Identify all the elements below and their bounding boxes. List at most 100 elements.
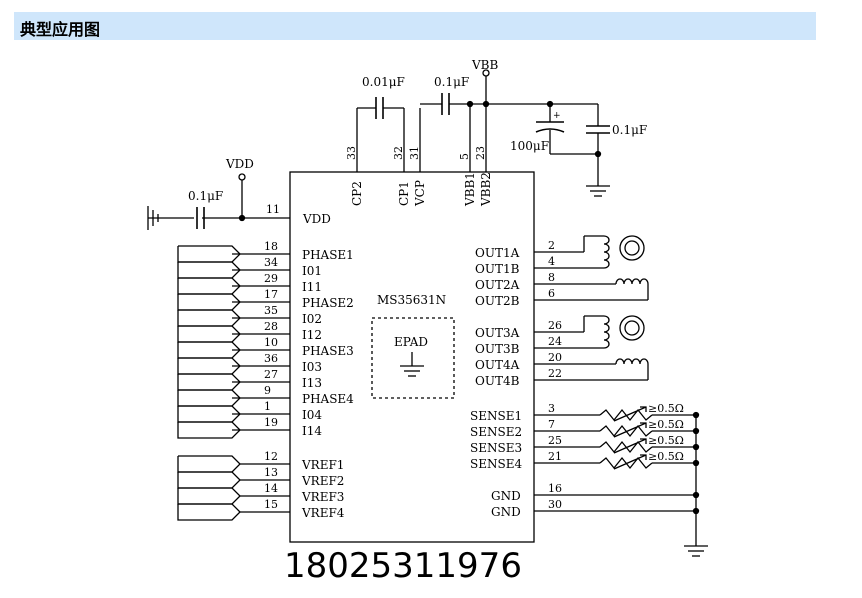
top-pin-number: 5 — [458, 153, 471, 160]
pin-number: 15 — [264, 498, 278, 511]
pin-number: 10 — [264, 336, 278, 349]
pin-label: I12 — [302, 328, 322, 342]
chip-body — [289, 171, 535, 543]
pin-number: 18 — [264, 240, 278, 253]
epad-ground-icon — [400, 352, 424, 377]
pin-label: SENSE1 — [470, 409, 522, 423]
sense-resistor-label: ≥0.5Ω — [648, 434, 684, 447]
pin-label: I02 — [302, 312, 322, 326]
pin-label: VREF1 — [301, 458, 344, 472]
pin-label: PHASE3 — [302, 344, 354, 358]
epad-box — [371, 317, 455, 399]
pin-number: 1 — [264, 400, 271, 413]
vdd-pin-number: 11 — [266, 203, 280, 216]
top-pin-number: 23 — [474, 146, 487, 160]
pin-number: 22 — [548, 367, 562, 380]
stepper-motor-icon — [583, 315, 649, 381]
pin-label: VREF2 — [301, 474, 344, 488]
vdd-network — [148, 173, 290, 229]
pin-number: 35 — [264, 304, 278, 317]
pin-number: 24 — [548, 335, 562, 348]
pin-label: SENSE3 — [470, 441, 522, 455]
cp-capacitor — [357, 97, 404, 119]
pin-number: 36 — [264, 352, 278, 365]
pin-label: PHASE2 — [302, 296, 354, 310]
bulk-capacitor — [535, 104, 598, 155]
vdd-pin-label: VDD — [302, 212, 331, 226]
section-title: 典型应用图 — [20, 20, 101, 39]
pin-number: 8 — [548, 271, 555, 284]
pin-label: SENSE4 — [470, 457, 522, 471]
top-pin-label: VBB1 — [463, 172, 477, 207]
section-header: 典型应用图 — [14, 12, 816, 40]
vcp-cap-label: 0.1μF — [434, 75, 469, 89]
main-ground-icon — [684, 545, 708, 557]
bulk-cap-label: 100μF — [510, 139, 549, 153]
pin-label: I14 — [302, 424, 322, 438]
pin-label: OUT2B — [475, 294, 520, 308]
top-pin-label: CP1 — [397, 181, 411, 206]
pin-label: GND — [491, 489, 521, 503]
pin-number: 6 — [548, 287, 555, 300]
pin-label: OUT4B — [475, 374, 520, 388]
sense-resistor-label: ≥0.5Ω — [648, 418, 684, 431]
pin-number: 12 — [264, 450, 278, 463]
pin-label: OUT4A — [475, 358, 520, 372]
pin-label: I13 — [302, 376, 322, 390]
pin-label: PHASE1 — [302, 248, 354, 262]
pin-label: I11 — [302, 280, 322, 294]
pin-number: 19 — [264, 416, 278, 429]
vcp-capacitor — [420, 93, 598, 115]
pin-number: 3 — [548, 402, 555, 415]
top-pin-number: 31 — [408, 146, 421, 160]
vdd-label: VDD — [225, 157, 254, 171]
pin-number: 28 — [264, 320, 278, 333]
pin-number: 29 — [264, 272, 278, 285]
pin-number: 21 — [548, 450, 562, 463]
vdd-cap-label: 0.1μF — [188, 189, 223, 203]
pin-number: 9 — [264, 384, 271, 397]
pin-label: GND — [491, 505, 521, 519]
pin-number: 13 — [264, 466, 278, 479]
footer-number: 18025311976 — [284, 546, 522, 586]
pin-label: PHASE4 — [302, 392, 354, 406]
pin-number: 4 — [548, 255, 555, 268]
vbb-cap-label: 0.1μF — [612, 123, 647, 137]
sense-resistor-label: ≥0.5Ω — [648, 450, 684, 463]
top-pin-label: VCP — [413, 180, 427, 207]
chip-name: MS35631N — [377, 293, 446, 307]
pin-label: I04 — [302, 408, 322, 422]
pin-label: OUT1A — [475, 246, 520, 260]
vbb-ground-icon — [586, 185, 610, 197]
epad-label: EPAD — [394, 335, 428, 349]
pin-number: 20 — [548, 351, 562, 364]
pin-number: 26 — [548, 319, 562, 332]
vbb-node — [466, 69, 554, 108]
pin-number: 14 — [264, 482, 278, 495]
top-pin-number: 33 — [345, 146, 358, 160]
